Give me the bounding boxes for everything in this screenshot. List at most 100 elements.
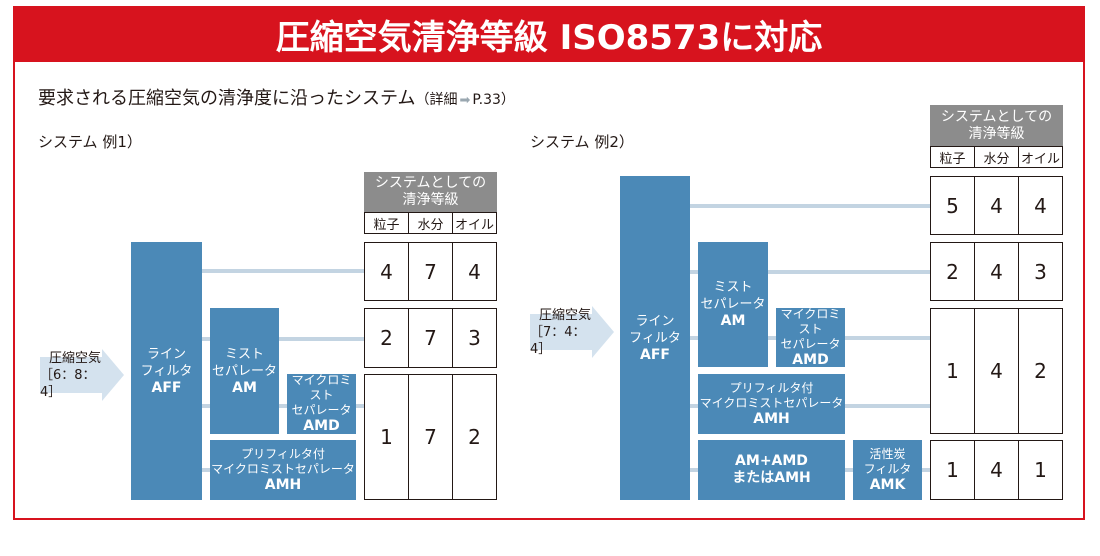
filter-am-line2: セパレータ bbox=[211, 363, 277, 379]
filter-amh-line1: プリフィルタ付 bbox=[241, 446, 325, 461]
example1-caption: システム 例1） bbox=[38, 133, 142, 151]
grade-oil: 3 bbox=[1018, 243, 1062, 300]
pipe-line bbox=[356, 404, 364, 408]
filter-aff-code: AFF bbox=[151, 379, 182, 396]
filter-am-line1: ミスト bbox=[224, 346, 264, 362]
input-label: 圧縮空気 bbox=[48, 350, 101, 366]
grade-header: システムとしての 清浄等級 bbox=[930, 105, 1063, 146]
filter-aff: ライン フィルタ AFF bbox=[620, 176, 690, 500]
pipe-line bbox=[202, 269, 364, 273]
grade-water: 7 bbox=[408, 243, 452, 300]
input-label: 圧縮空気 bbox=[538, 307, 591, 323]
pipe-line bbox=[690, 468, 698, 472]
filter-amk-code: AMK bbox=[869, 476, 906, 493]
filter-aff-code: AFF bbox=[640, 346, 670, 363]
grade-header-line1: システムとしての bbox=[374, 175, 487, 191]
grade-columns: 粒子 水分 オイル bbox=[930, 146, 1063, 168]
filter-am-code: AM bbox=[232, 379, 257, 396]
filter-aff-line1: ライン bbox=[146, 346, 186, 362]
filter-am: ミスト セパレータ AM bbox=[698, 242, 768, 367]
grade-oil: 2 bbox=[1018, 309, 1062, 433]
subtitle-ref-open: （詳細 bbox=[415, 92, 458, 108]
right-arrow-icon: ➡ bbox=[459, 93, 471, 108]
filter-amd-code: AMD bbox=[303, 418, 340, 434]
pipe-line bbox=[279, 337, 364, 341]
grade-row: 4 7 4 bbox=[364, 242, 497, 301]
pipe-line bbox=[202, 337, 210, 341]
pipe-line bbox=[845, 404, 930, 408]
pipe-line bbox=[690, 336, 698, 340]
filter-am-amd-line1: AM+AMD bbox=[735, 453, 808, 469]
grade-oil: 1 bbox=[1018, 441, 1062, 499]
filter-amd-code: AMD bbox=[792, 351, 829, 368]
grade-particle: 1 bbox=[380, 425, 393, 449]
subtitle: 要求される圧縮空気の清浄度に沿ったシステム（詳細➡P.33） bbox=[38, 84, 515, 110]
grade-header-line2: 清浄等級 bbox=[402, 192, 459, 208]
grade-water: 4 bbox=[974, 243, 1018, 300]
grade-row: 2 7 3 bbox=[364, 308, 497, 368]
grade-col-particle: 粒子 bbox=[373, 217, 400, 233]
filter-aff-line2: フィルタ bbox=[629, 330, 681, 346]
filter-amd-line1: マイクロミスト bbox=[291, 373, 352, 402]
filter-amk-line1: 活性炭 bbox=[869, 446, 906, 461]
grade-oil: 4 bbox=[1018, 177, 1062, 234]
grade-particle: 5 bbox=[946, 193, 959, 218]
grade-header-line1: システムとしての bbox=[940, 108, 1053, 125]
filter-amh-line2: マイクロミストセパレータ bbox=[699, 395, 844, 410]
filter-am-code: AM bbox=[720, 313, 746, 329]
page-title: 圧縮空気清浄等級 ISO8573に対応 bbox=[13, 6, 1085, 62]
pipe-line bbox=[922, 468, 930, 472]
grade-particle: 2 bbox=[380, 326, 393, 350]
filter-amd: マイクロミスト セパレータ AMD bbox=[776, 306, 845, 368]
subtitle-main: 要求される圧縮空気の清浄度に沿ったシステム bbox=[38, 88, 416, 109]
grade-col-particle: 粒子 bbox=[939, 151, 966, 167]
grade-water: 7 bbox=[408, 375, 452, 499]
example2-caption: システム 例2） bbox=[530, 133, 634, 151]
pipe-line bbox=[768, 270, 930, 274]
subtitle-ref-page: P.33） bbox=[472, 92, 515, 108]
pipe-line bbox=[768, 336, 776, 340]
grade-particle: 1 bbox=[946, 458, 959, 482]
grade-col-water: 水分 bbox=[408, 213, 452, 233]
grade-oil: 2 bbox=[452, 375, 496, 499]
pipe-line bbox=[202, 404, 210, 408]
grade-columns: 粒子 水分 オイル bbox=[364, 212, 497, 234]
grade-oil: 4 bbox=[452, 243, 496, 300]
grade-water: 4 bbox=[974, 177, 1018, 234]
grade-water: 7 bbox=[408, 309, 452, 367]
grade-row: 1 7 2 bbox=[364, 374, 497, 500]
pipe-line bbox=[202, 468, 210, 472]
filter-aff-line1: ライン bbox=[635, 313, 675, 329]
filter-amh-code: AMH bbox=[753, 410, 790, 427]
pipe-line bbox=[690, 204, 930, 208]
filter-am-line2: セパレータ bbox=[700, 297, 766, 312]
filter-amh-line2: マイクロミストセパレータ bbox=[211, 461, 355, 476]
grade-col-oil: オイル bbox=[452, 213, 496, 233]
pipe-line bbox=[279, 404, 287, 408]
pipe-line bbox=[845, 468, 853, 472]
filter-am: ミスト セパレータ AM bbox=[210, 308, 279, 434]
pipe-line bbox=[845, 336, 930, 340]
filter-amh-line1: プリフィルタ付 bbox=[729, 380, 814, 395]
filter-aff: ライン フィルタ AFF bbox=[131, 242, 202, 500]
grade-row: 2 4 3 bbox=[930, 242, 1063, 301]
pipe-line bbox=[690, 270, 698, 274]
filter-amd-line1: マイクロミスト bbox=[780, 306, 841, 336]
grade-particle: 1 bbox=[946, 359, 959, 383]
pipe-line bbox=[690, 404, 698, 408]
filter-amd: マイクロミスト セパレータ AMD bbox=[287, 373, 356, 434]
grade-header-line2: 清浄等級 bbox=[968, 125, 1025, 142]
filter-amd-line2: セパレータ bbox=[291, 403, 352, 417]
input-arrow: 圧縮空気 ［7：4：4］ bbox=[530, 306, 614, 358]
input-ratio: ［6：8：4］ bbox=[40, 367, 96, 400]
filter-amd-line2: セパレータ bbox=[780, 336, 841, 351]
filter-amh-code: AMH bbox=[264, 476, 302, 493]
grade-row: 5 4 4 bbox=[930, 176, 1063, 235]
input-ratio: ［7：4：4］ bbox=[530, 324, 586, 357]
grade-water: 4 bbox=[974, 441, 1018, 499]
filter-amk-line2: フィルタ bbox=[863, 461, 912, 476]
filter-am-amd: AM+AMD またはAMH bbox=[698, 440, 845, 500]
grade-col-water: 水分 bbox=[974, 147, 1018, 167]
filter-aff-line2: フィルタ bbox=[140, 363, 193, 379]
filter-amh: プリフィルタ付 マイクロミストセパレータ AMH bbox=[210, 440, 356, 500]
